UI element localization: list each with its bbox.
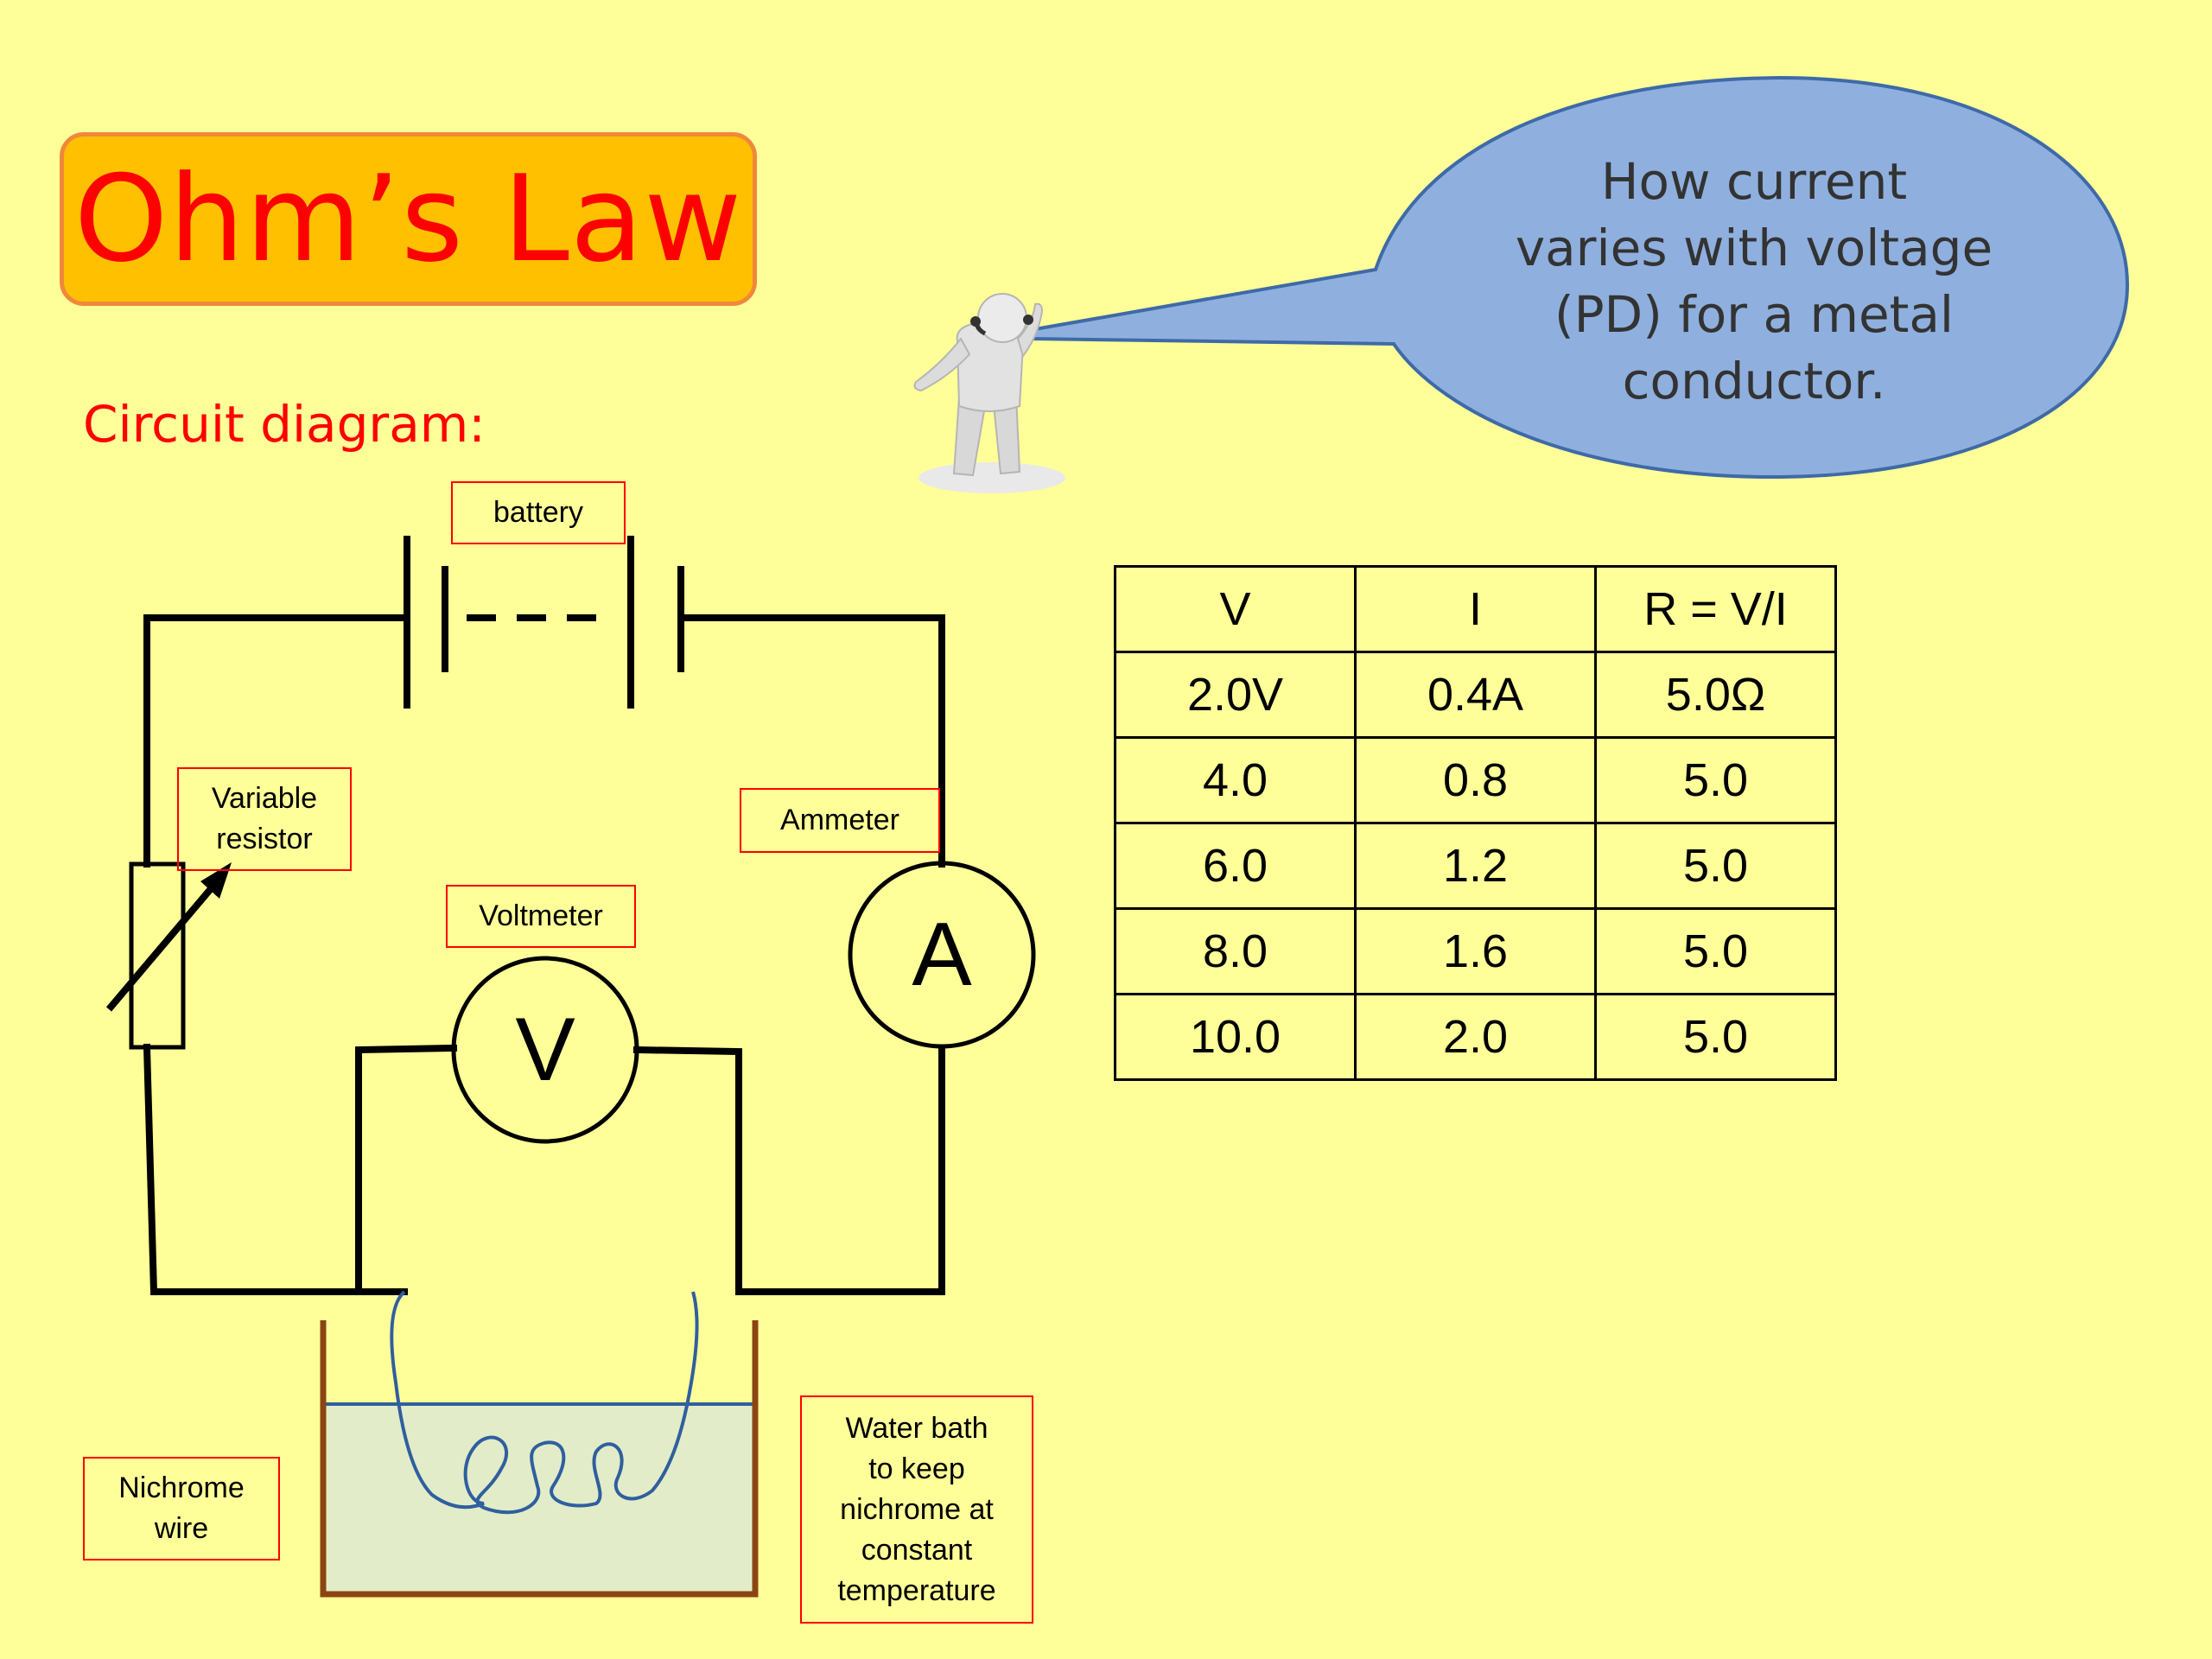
table-cell: 5.0Ω — [1594, 651, 1837, 739]
table-cell: 0.8 — [1354, 736, 1597, 824]
table-cell: 1.6 — [1354, 907, 1597, 995]
variable-resistor-symbol — [105, 861, 232, 1050]
voltmeter-label: Voltmeter — [446, 885, 636, 948]
table-row: 6.0 1.2 5.0 — [1114, 822, 1837, 910]
circuit-diagram-heading: Circuit diagram: — [83, 395, 486, 454]
data-table: V I R = V/I 2.0V 0.4A 5.0Ω 4.0 0.8 5.0 6… — [1114, 565, 1837, 1081]
ammeter-symbol — [848, 861, 1036, 1049]
table-cell: 0.4A — [1354, 651, 1597, 739]
voltmeter-letter: V — [515, 1000, 575, 1100]
table-cell: 2.0V — [1114, 651, 1357, 739]
water-bath — [320, 1320, 759, 1598]
table-cell: 2.0 — [1354, 993, 1597, 1081]
title-box: Ohm’s Law — [60, 132, 757, 306]
table-cell: 5.0 — [1594, 736, 1837, 824]
nichrome-wire-label: Nichrome wire — [83, 1457, 280, 1560]
water-bath-label: Water bath to keep nichrome at constant … — [800, 1395, 1033, 1624]
table-cell: 6.0 — [1114, 822, 1357, 910]
circuit-wires — [143, 614, 945, 1295]
table-row: 10.0 2.0 5.0 — [1114, 993, 1837, 1081]
table-header-cell: R = V/I — [1594, 565, 1837, 653]
table-cell: 10.0 — [1114, 993, 1357, 1081]
table-cell: 5.0 — [1594, 822, 1837, 910]
variable-resistor-label: Variable resistor — [177, 767, 352, 871]
nichrome-wire-coil — [390, 1290, 699, 1515]
table-cell: 1.2 — [1354, 822, 1597, 910]
ammeter-label: Ammeter — [740, 788, 940, 853]
battery-label: battery — [451, 481, 626, 544]
table-header-cell: V — [1114, 565, 1357, 653]
table-cell: 5.0 — [1594, 907, 1837, 995]
table-row: 8.0 1.6 5.0 — [1114, 907, 1837, 995]
table-header-cell: I — [1354, 565, 1597, 653]
page-title: Ohm’s Law — [73, 149, 743, 289]
table-header-row: V I R = V/I — [1114, 565, 1837, 653]
ammeter-letter: A — [912, 905, 972, 1005]
table-row: 4.0 0.8 5.0 — [1114, 736, 1837, 824]
table-row: 2.0V 0.4A 5.0Ω — [1114, 651, 1837, 739]
table-cell: 5.0 — [1594, 993, 1837, 1081]
speech-bubble-text: How current varies with voltage (PD) for… — [1515, 152, 1993, 410]
table-cell: 4.0 — [1114, 736, 1357, 824]
table-cell: 8.0 — [1114, 907, 1357, 995]
person-figure-icon — [913, 293, 1065, 493]
speech-bubble — [1027, 75, 2130, 480]
voltmeter-symbol — [451, 956, 639, 1144]
battery-symbol — [404, 536, 684, 709]
